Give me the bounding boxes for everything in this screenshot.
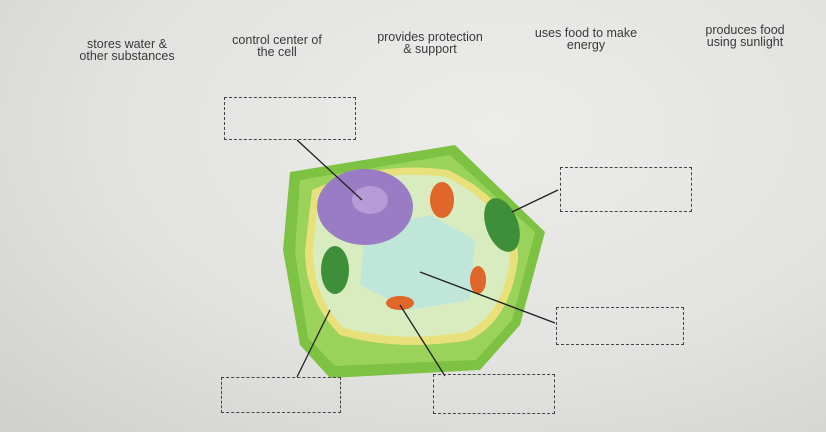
leader-line-mitochondria bbox=[399, 304, 446, 377]
drop-box-mitochondria[interactable] bbox=[433, 374, 555, 414]
leader-line-cell-wall bbox=[296, 309, 331, 378]
label-line: using sunlight bbox=[706, 35, 784, 49]
label-line: stores water & bbox=[87, 37, 167, 51]
drop-box-vacuole[interactable] bbox=[556, 307, 684, 345]
mitochondria bbox=[430, 182, 454, 218]
drop-box-cell-wall[interactable] bbox=[221, 377, 341, 413]
leader-line-chloroplast bbox=[511, 189, 559, 213]
chloroplast bbox=[321, 246, 349, 294]
label-stores-water[interactable]: stores water &other substances bbox=[79, 37, 175, 63]
label-line: uses food to make bbox=[534, 26, 638, 40]
label-protection-support[interactable]: provides protection& support bbox=[377, 30, 483, 56]
label-line: produces food bbox=[705, 23, 785, 37]
mitochondria bbox=[386, 296, 414, 310]
label-line: other substances bbox=[79, 49, 175, 63]
label-line: the cell bbox=[257, 45, 297, 59]
leader-lines bbox=[296, 139, 559, 378]
chloroplast bbox=[484, 198, 520, 252]
mitochondria bbox=[470, 266, 486, 294]
nucleolus bbox=[352, 186, 388, 214]
label-line: & support bbox=[403, 42, 457, 56]
drop-box-nucleus[interactable] bbox=[224, 97, 356, 140]
leader-line-vacuole bbox=[419, 271, 556, 324]
label-line: energy bbox=[566, 38, 606, 52]
drop-box-chloroplast[interactable] bbox=[560, 167, 692, 212]
label-line: provides protection bbox=[377, 30, 483, 44]
leader-line-nucleus bbox=[296, 139, 363, 201]
label-line: control center of bbox=[232, 33, 322, 47]
